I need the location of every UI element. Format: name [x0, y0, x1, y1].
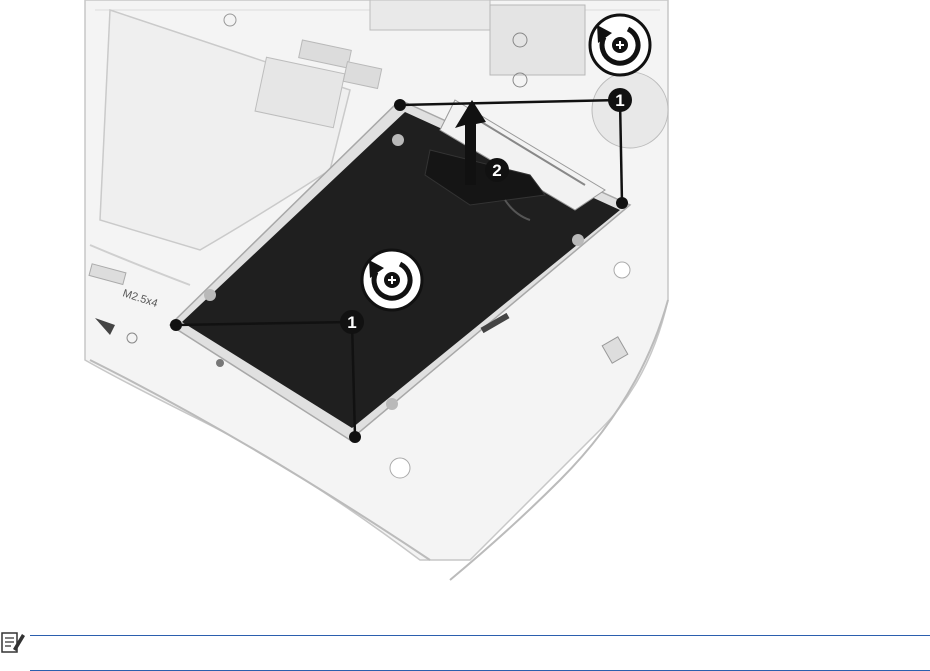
callout-1-top: 1 — [608, 88, 632, 112]
illustration-canvas: 1 1 2 M2.5x4 — [0, 0, 930, 600]
rotate-counterclockwise-icon-2 — [362, 250, 422, 310]
rotate-counterclockwise-icon — [590, 15, 650, 75]
callout-2: 2 — [485, 158, 509, 182]
svg-text:1: 1 — [347, 313, 356, 332]
callout-1-bottom: 1 — [340, 310, 364, 334]
hard-drive-removal-illustration: 1 1 2 M2.5x4 — [0, 0, 930, 600]
note-top-rule — [30, 635, 930, 636]
note-icon — [0, 629, 26, 655]
note-bar — [0, 625, 930, 671]
svg-text:2: 2 — [492, 161, 501, 180]
svg-text:1: 1 — [615, 91, 624, 110]
